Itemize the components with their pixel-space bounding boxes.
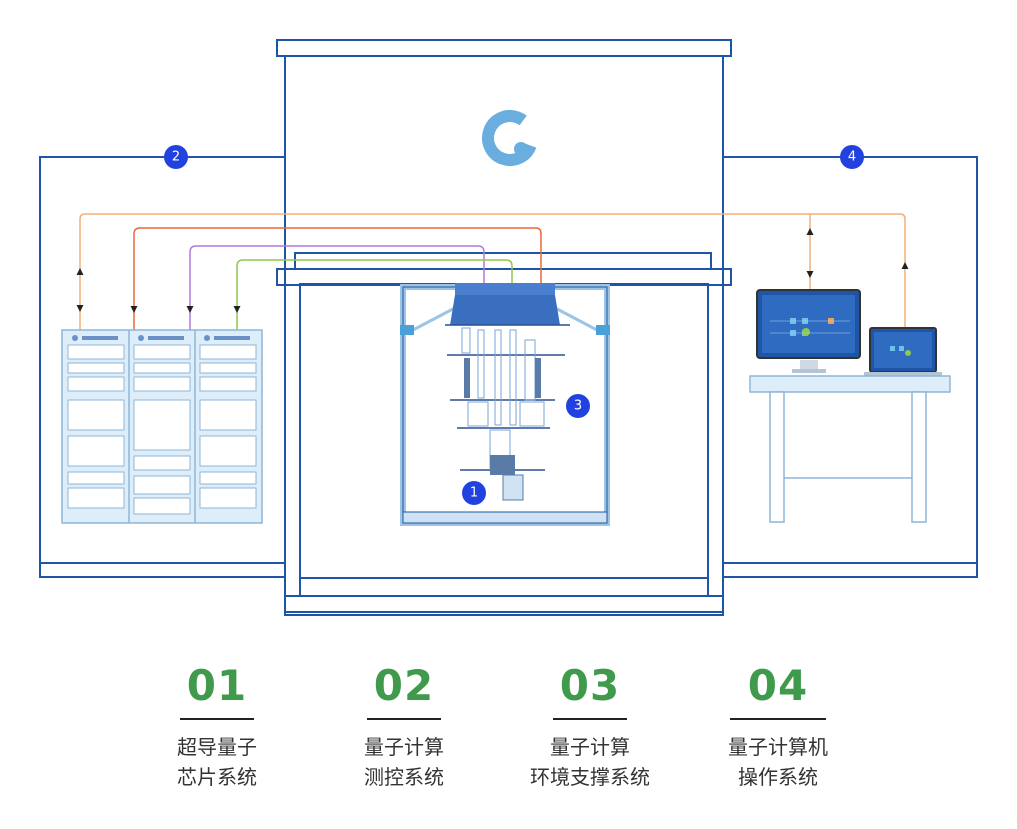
system-label-line2: 环境支撑系统 <box>530 765 650 789</box>
divider <box>180 718 254 720</box>
system-label-line1: 超导量子 <box>177 735 257 759</box>
svg-text:2: 2 <box>172 150 180 165</box>
system-number: 03 <box>559 661 621 710</box>
svg-text:3: 3 <box>574 399 582 414</box>
panel-operating-system <box>721 156 978 578</box>
system-item-03: 03 量子计算 环境支撑系统 <box>505 660 675 792</box>
desk <box>749 375 951 523</box>
system-item-02: 02 量子计算 测控系统 <box>319 660 489 792</box>
system-label-line1: 量子计算 <box>364 735 444 759</box>
badge-1: 1 <box>462 481 486 505</box>
cable-orange-light <box>79 213 906 330</box>
cable-orange <box>133 227 542 330</box>
system-item-01: 01 超导量子 芯片系统 <box>132 660 302 792</box>
signal-cables <box>79 213 906 330</box>
system-label-line2: 操作系统 <box>738 765 818 789</box>
system-item-04: 04 量子计算机 操作系统 <box>693 660 863 792</box>
system-number: 02 <box>373 661 435 710</box>
badge-2: 2 <box>164 145 188 169</box>
laptop-icon <box>864 327 942 376</box>
cable-green <box>236 259 513 330</box>
logo-icon <box>482 110 538 166</box>
monitor-icon <box>756 289 861 373</box>
system-number: 04 <box>747 661 809 710</box>
system-label-line2: 芯片系统 <box>177 765 257 789</box>
divider <box>367 718 441 720</box>
badge-4: 4 <box>840 145 864 169</box>
dilution-refrigerator-icon <box>400 283 610 526</box>
divider <box>730 718 826 720</box>
divider <box>553 718 627 720</box>
cable-purple <box>189 245 485 330</box>
system-label-line1: 量子计算 <box>550 735 630 759</box>
system-label-line2: 测控系统 <box>364 765 444 789</box>
panel-environment-support <box>276 39 732 616</box>
svg-text:1: 1 <box>470 486 478 501</box>
system-number: 01 <box>186 661 248 710</box>
quantum-computer-diagram: 1 2 3 4 <box>39 39 978 616</box>
system-label-line1: 量子计算机 <box>728 735 828 759</box>
control-cabinet-icon <box>61 329 263 524</box>
svg-text:4: 4 <box>848 150 856 165</box>
badge-3: 3 <box>566 394 590 418</box>
